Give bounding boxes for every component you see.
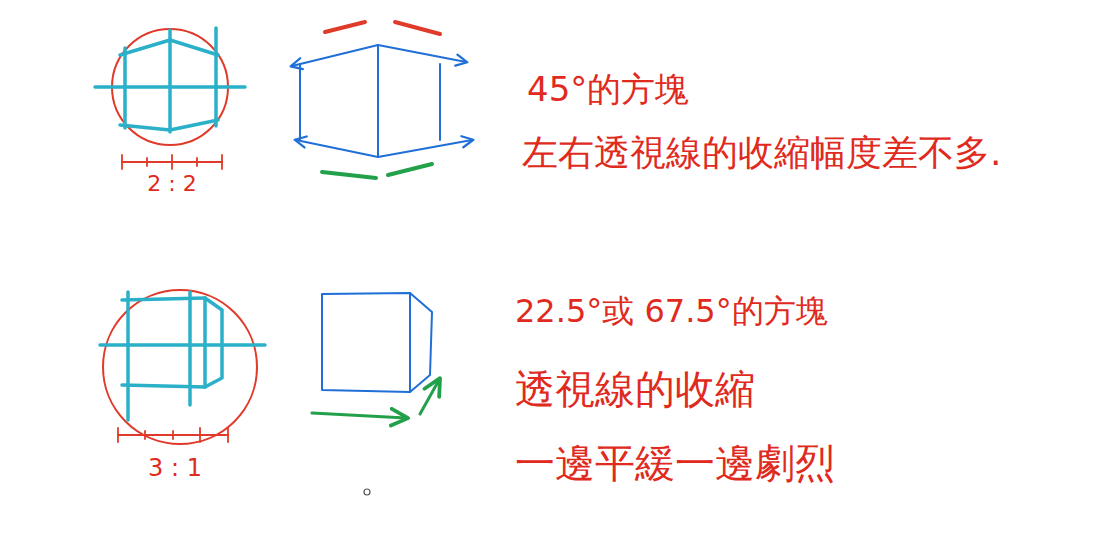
red-dash	[325, 22, 440, 34]
view-circle	[103, 290, 257, 444]
green-dash	[322, 164, 432, 178]
note-text: 一邊平緩一邊劇烈	[515, 440, 835, 486]
blue-cube	[292, 45, 472, 157]
blue-cube	[322, 293, 432, 392]
sketch-22	[100, 290, 265, 444]
green-arrow	[312, 380, 439, 418]
note-text: 左右透視線的收縮幅度差不多.	[522, 132, 1001, 173]
note-text: 透視線的收縮	[515, 366, 755, 412]
sketch-45	[95, 28, 245, 169]
note-text: 45°的方塊	[527, 70, 689, 109]
stray-dot	[364, 489, 370, 495]
ratio-ruler	[122, 155, 222, 169]
teal-cube	[95, 28, 245, 132]
ratio-ruler	[118, 428, 228, 442]
note-text: 22.5°或 67.5°的方塊	[515, 293, 828, 330]
cube-45	[292, 22, 472, 178]
ratio-label: 2 : 2	[147, 171, 196, 196]
teal-cube	[100, 292, 265, 420]
ratio-label: 3 : 1	[148, 455, 202, 483]
cube-22	[312, 293, 439, 418]
